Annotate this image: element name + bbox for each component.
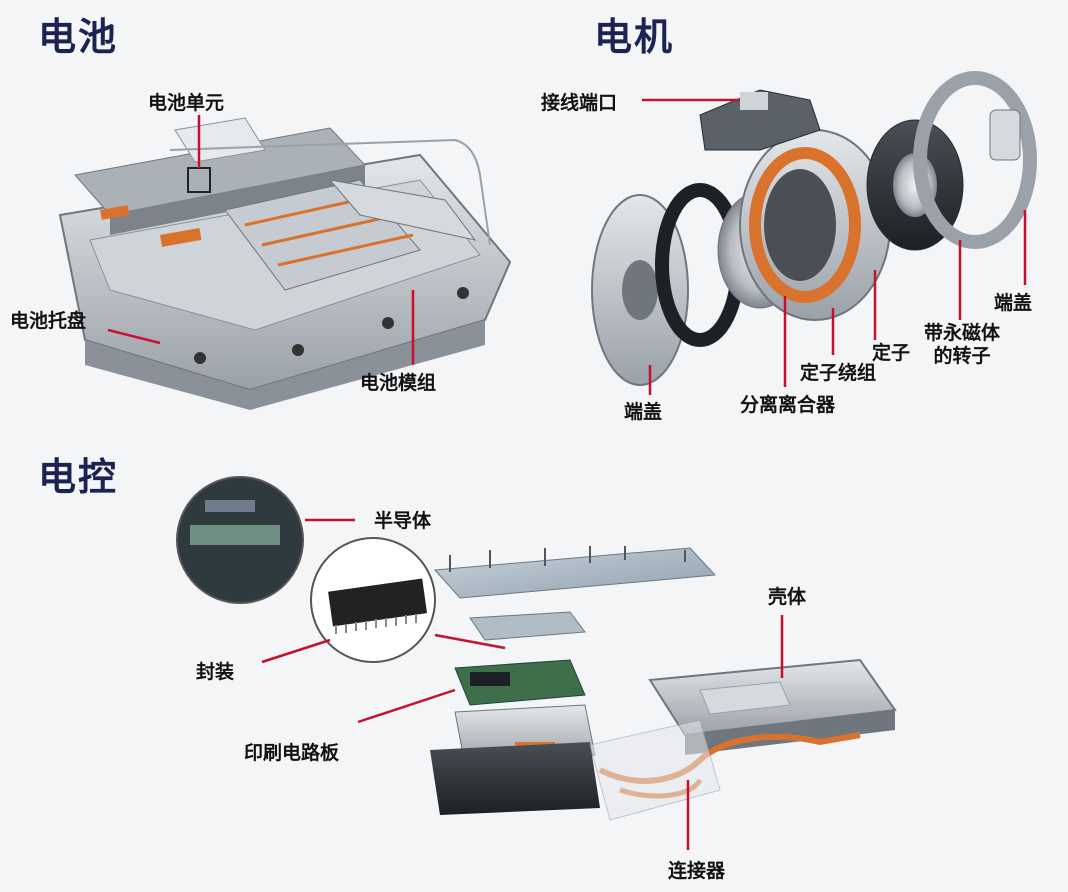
semiconductor-die bbox=[190, 525, 280, 545]
motor-terminal-port-shape bbox=[699, 89, 821, 151]
tray-hole bbox=[194, 352, 206, 364]
tray-hole bbox=[292, 344, 304, 356]
label-motor-port: 接线端口 bbox=[541, 92, 618, 114]
label-motor-stator: 定子 bbox=[872, 342, 911, 364]
pcb-chip bbox=[470, 672, 510, 686]
label-connector: 连接器 bbox=[668, 860, 726, 882]
tray-hole bbox=[457, 287, 469, 299]
copper-busbar bbox=[100, 205, 130, 220]
controller-lid-plate bbox=[433, 547, 717, 599]
label-motor-rotor-line2: 的转子 bbox=[933, 345, 991, 367]
label-motor-stator-winding: 定子绕组 bbox=[800, 362, 877, 384]
label-motor-rotor-line1: 带永磁体 bbox=[924, 322, 1001, 344]
semiconductor-bond bbox=[205, 500, 255, 512]
battery-pack-illustration bbox=[58, 117, 512, 410]
label-semiconductor: 半导体 bbox=[374, 510, 432, 532]
controller-pcb-shape bbox=[454, 659, 586, 706]
motor-end-cap-flange bbox=[989, 109, 1021, 161]
controller-illustration bbox=[176, 476, 897, 821]
housing-top-panel bbox=[699, 681, 791, 715]
battery-tray-side bbox=[85, 320, 485, 410]
motor-end-cap-right-shape bbox=[913, 71, 1037, 249]
controller-base-left bbox=[430, 742, 600, 815]
battery-upper-module-side bbox=[110, 165, 365, 235]
label-motor-end-cap-right: 端盖 bbox=[994, 292, 1033, 314]
leader-packaging bbox=[261, 638, 331, 664]
battery-module-rows bbox=[224, 179, 477, 291]
ic-pins bbox=[335, 614, 417, 634]
tray-hole bbox=[382, 317, 394, 329]
motor-stator-winding-shape bbox=[749, 147, 861, 303]
controller-thermal-pad bbox=[469, 611, 586, 641]
label-battery-cell: 电池单元 bbox=[148, 92, 225, 114]
leader-packaging-inner bbox=[434, 633, 506, 650]
motor-terminal-connector bbox=[740, 92, 768, 110]
motor-illustration bbox=[591, 71, 1037, 386]
battery-section-title: 电池 bbox=[38, 15, 119, 59]
leader-tray bbox=[107, 328, 161, 345]
motor-end-cap-bore bbox=[622, 260, 658, 320]
label-motor-rotor: 带永磁体 的转子 bbox=[924, 322, 1000, 368]
controller-frame bbox=[589, 719, 721, 821]
motor-section-title: 电机 bbox=[594, 15, 675, 59]
controller-section-title: 电控 bbox=[38, 455, 119, 499]
lid-screws bbox=[449, 546, 686, 572]
label-motor-end-cap-left: 端盖 bbox=[624, 401, 663, 423]
label-battery-module: 电池模组 bbox=[360, 372, 437, 394]
leader-pcb bbox=[357, 688, 456, 724]
label-housing: 壳体 bbox=[768, 586, 807, 608]
label-pcb: 印刷电路板 bbox=[244, 742, 340, 764]
motor-stator-core bbox=[764, 169, 836, 281]
label-battery-tray: 电池托盘 bbox=[10, 310, 87, 332]
label-packaging: 封装 bbox=[196, 661, 235, 683]
label-motor-clutch: 分离离合器 bbox=[740, 394, 836, 416]
battery-cell-block bbox=[174, 117, 266, 163]
battery-cover-outline bbox=[169, 138, 491, 246]
leader-lines bbox=[107, 98, 1027, 850]
ic-package bbox=[328, 578, 428, 627]
copper-busbar bbox=[160, 228, 202, 247]
